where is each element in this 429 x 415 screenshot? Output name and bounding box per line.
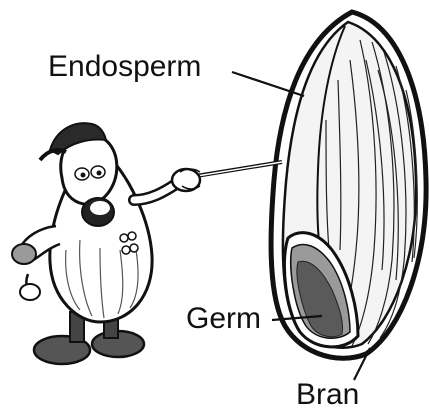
wheat-kernel — [271, 12, 426, 358]
bran-label: Bran — [296, 380, 359, 410]
endosperm-label: Endosperm — [48, 52, 201, 82]
germ-label: Germ — [186, 304, 261, 334]
